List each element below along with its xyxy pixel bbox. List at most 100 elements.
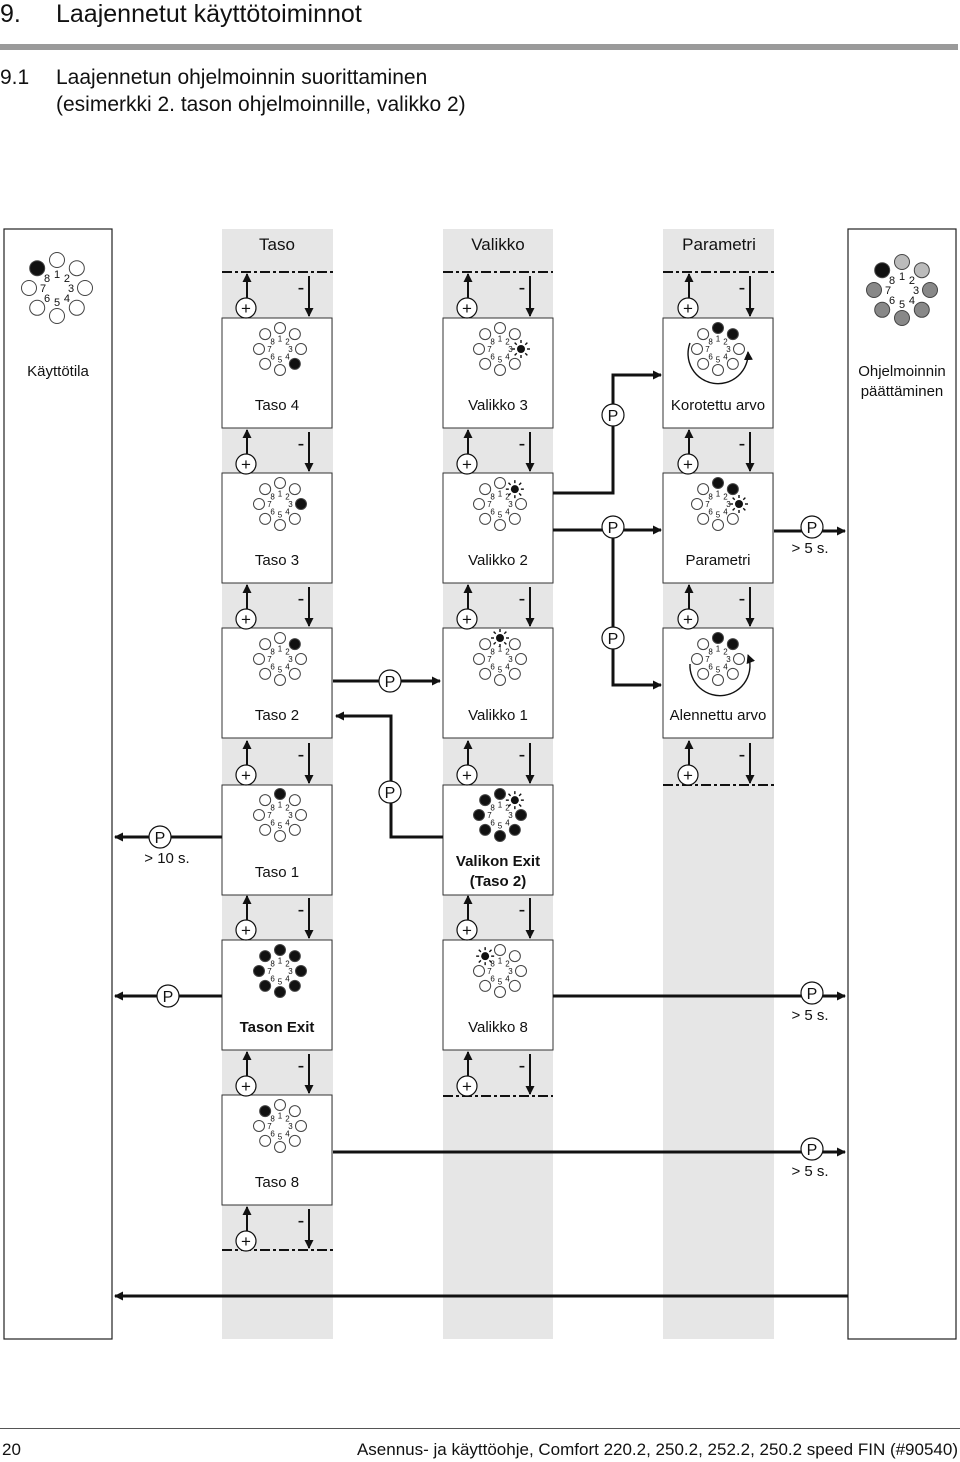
box-tason-exit-label: Tason Exit	[240, 1019, 315, 1036]
p-connector-valikko2-alennettu	[553, 528, 662, 690]
dial-number: 3	[508, 967, 513, 976]
led-indicator	[913, 301, 930, 318]
p-key-icon	[800, 515, 824, 539]
dial-number: 3	[508, 345, 513, 354]
end-programming-label-2: päättäminen	[861, 383, 944, 400]
plus-key-icon	[235, 608, 257, 630]
box-taso-1-label: Taso 1	[255, 864, 299, 881]
decrease-arc-icon	[689, 654, 756, 697]
led-indicator	[259, 667, 272, 680]
dial-number: 1	[716, 645, 721, 654]
dial-number: 3	[288, 345, 293, 354]
dial-number: 5	[278, 666, 283, 675]
led-indicator	[29, 260, 46, 277]
led-indicator	[494, 830, 506, 842]
p-key-icon	[156, 984, 180, 1008]
p-key-icon	[148, 825, 172, 849]
led-indicator	[274, 519, 286, 531]
led-indicator	[253, 653, 265, 665]
dial-number: 2	[505, 960, 510, 969]
dial-number: 7	[267, 811, 272, 820]
led-indicator	[288, 638, 301, 651]
dial-number: 2	[723, 648, 728, 657]
led-indicator	[494, 519, 506, 531]
dial-number: 2	[285, 1115, 290, 1124]
dial-number: 7	[487, 345, 492, 354]
dial-number: 5	[498, 511, 503, 520]
led-indicator	[697, 328, 710, 341]
led-indicator	[68, 260, 85, 277]
led-indicator	[259, 794, 272, 807]
minus-key-label: -	[298, 744, 305, 766]
led-indicator	[77, 280, 93, 296]
p-key-icon-label: P	[608, 408, 619, 425]
dial-number: 1	[716, 335, 721, 344]
led-indicator	[253, 965, 265, 977]
minus-key-label: -	[739, 744, 746, 766]
box-valikon-exit-label: Valikon Exit	[456, 853, 540, 870]
minus-key-label: -	[298, 433, 305, 455]
led-indicator	[712, 632, 724, 644]
led-indicator	[288, 1105, 301, 1118]
led-indicator	[479, 823, 492, 836]
led-indicator	[494, 944, 506, 956]
led-indicator	[697, 638, 710, 651]
dial-number: 1	[498, 801, 503, 810]
plus-key-icon	[456, 453, 478, 475]
led-indicator	[274, 477, 286, 489]
dial-number: 6	[270, 1129, 275, 1138]
dial-number: 6	[708, 507, 713, 516]
dial-number: 2	[723, 338, 728, 347]
minus-key-label: -	[298, 588, 305, 610]
dial-number: 3	[508, 655, 513, 664]
led-indicator	[259, 1134, 272, 1147]
led-indicator	[259, 328, 272, 341]
minus-key-label: -	[519, 277, 526, 299]
sun-indicator-icon	[491, 629, 509, 647]
led-indicator	[274, 1099, 286, 1111]
dial-number: 5	[716, 356, 721, 365]
led-indicator	[726, 512, 739, 525]
dial-number: 3	[288, 967, 293, 976]
led-indicator	[515, 809, 527, 821]
led-indicator	[479, 357, 492, 370]
led-indicator	[259, 512, 272, 525]
plus-key-label: +	[241, 921, 251, 940]
dial-number: 8	[270, 338, 275, 347]
box-valikko-2-label: Valikko 2	[468, 552, 528, 569]
plus-key-icon	[456, 764, 478, 786]
box-taso-2-label: Taso 2	[255, 707, 299, 724]
dial-number: 8	[490, 493, 495, 502]
dial-number: 5	[278, 356, 283, 365]
plus-key-label: +	[241, 766, 251, 785]
dial-number: 1	[278, 1112, 283, 1121]
led-indicator	[288, 328, 301, 341]
box-taso-2	[221, 627, 333, 739]
plus-key-label: +	[462, 921, 472, 940]
led-indicator	[479, 979, 492, 992]
dial-number: 3	[726, 345, 731, 354]
plus-key-label: +	[683, 610, 693, 629]
plus-key-label: +	[462, 299, 472, 318]
led-indicator	[295, 343, 307, 355]
dial-number: 6	[270, 974, 275, 983]
minus-key-label: -	[519, 899, 526, 921]
box-taso-4-label: Taso 4	[255, 397, 299, 414]
dial-number: 6	[270, 662, 275, 671]
dial-number: 7	[705, 500, 710, 509]
column-title-valikko: Valikko	[471, 235, 525, 254]
operating-mode-label: Käyttötila	[27, 363, 89, 380]
led-indicator	[479, 667, 492, 680]
dial-number: 4	[285, 507, 290, 516]
increase-arc-icon	[687, 342, 753, 385]
led-indicator	[274, 1141, 286, 1153]
dial-number: 5	[498, 356, 503, 365]
plus-key-label: +	[683, 455, 693, 474]
plus-key-icon	[235, 453, 257, 475]
section-title: Laajennetun ohjelmoinnin suorittaminen (…	[56, 64, 466, 118]
